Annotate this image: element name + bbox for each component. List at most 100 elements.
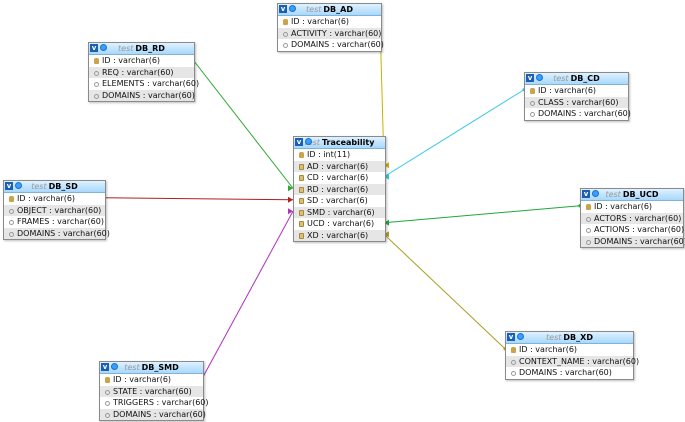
column-label: RD : varchar(6)	[307, 184, 369, 194]
table-options-icon[interactable]	[289, 5, 296, 12]
relation-line-rd[interactable]	[192, 59, 294, 189]
column-row[interactable]: CD : varchar(6)	[294, 172, 385, 184]
column-label: ID : varchar(6)	[113, 375, 172, 384]
column-row[interactable]: OBJECT : varchar(60)	[4, 204, 105, 216]
column-row[interactable]: ID : int(11)	[294, 149, 385, 161]
column-row[interactable]: ACTIONS : varchar(60)	[581, 224, 684, 236]
column-row[interactable]: ELEMENTS : varchar(60)	[89, 78, 199, 90]
primary-key-icon	[105, 377, 110, 383]
column-label: DOMAINS : varchar(60)	[538, 109, 631, 118]
column-icon	[586, 239, 591, 245]
column-row[interactable]: CLASS : varchar(60)	[525, 96, 628, 108]
column-row[interactable]: TRIGGERS : varchar(60)	[100, 397, 209, 409]
column-label: ID : varchar(6)	[17, 194, 76, 203]
relation-line-ucd[interactable]	[383, 205, 581, 224]
column-label: ID : varchar(6)	[291, 17, 350, 26]
relation-line-cd[interactable]	[383, 89, 525, 178]
column-icon	[283, 43, 288, 48]
foreign-key-icon	[299, 232, 304, 239]
column-row[interactable]: ID : varchar(6)	[278, 16, 381, 28]
primary-key-icon	[530, 88, 535, 94]
column-row[interactable]: SMD : varchar(6)	[294, 206, 385, 218]
table-options-icon[interactable]	[15, 182, 22, 189]
relation-line-sd[interactable]	[103, 197, 294, 201]
column-row[interactable]: STATE : varchar(60)	[100, 385, 203, 397]
column-row[interactable]: ID : varchar(6)	[506, 344, 633, 356]
database-name: test	[546, 333, 562, 342]
column-row[interactable]: DOMAINS : varchar(60)	[89, 89, 195, 101]
column-row[interactable]: AD : varchar(6)	[294, 160, 385, 172]
database-name: test	[118, 44, 134, 53]
primary-key-icon	[586, 204, 591, 210]
collapse-toggle-icon[interactable]: v	[279, 5, 287, 13]
column-row[interactable]: DOMAINS : varchar(60)	[100, 408, 206, 420]
foreign-key-icon	[299, 209, 304, 216]
table-options-icon[interactable]	[111, 363, 118, 370]
column-row[interactable]: ID : varchar(6)	[4, 193, 105, 205]
column-row[interactable]: ID : varchar(6)	[100, 374, 203, 386]
column-row[interactable]: RD : varchar(6)	[294, 183, 385, 195]
collapse-toggle-icon[interactable]: v	[90, 44, 98, 52]
column-label: CONTEXT_NAME : varchar(60)	[519, 356, 640, 366]
relation-line-smd[interactable]	[201, 211, 294, 379]
column-icon	[9, 231, 14, 237]
table-options-icon[interactable]	[100, 44, 107, 51]
table-name: DB_RD	[135, 44, 165, 53]
column-row[interactable]: REQ : varchar(60)	[89, 66, 194, 78]
column-icon	[511, 359, 516, 365]
primary-key-icon	[299, 152, 304, 158]
column-label: OBJECT : varchar(60)	[17, 205, 102, 215]
collapse-toggle-icon[interactable]: v	[5, 182, 13, 190]
column-row[interactable]: ACTIVITY : varchar(60)	[278, 27, 381, 39]
column-row[interactable]: ID : varchar(6)	[581, 201, 683, 213]
table-options-icon[interactable]	[592, 190, 599, 197]
column-row[interactable]: DOMAINS : varchar(60)	[525, 108, 631, 120]
column-row[interactable]: DOMAINS : varchar(60)	[506, 367, 633, 379]
column-row[interactable]: XD : varchar(6)	[294, 229, 385, 241]
column-label: CLASS : varchar(60)	[538, 97, 619, 107]
collapse-toggle-icon[interactable]: v	[101, 363, 109, 371]
collapse-toggle-icon[interactable]: v	[526, 74, 534, 82]
database-name: test	[31, 182, 47, 191]
column-row[interactable]: DOMAINS : varchar(60)	[278, 39, 384, 51]
column-row[interactable]: CONTEXT_NAME : varchar(60)	[506, 355, 639, 367]
column-row[interactable]: FRAMES : varchar(60)	[4, 216, 105, 228]
column-row[interactable]: ID : varchar(6)	[89, 55, 194, 67]
relation-line-xd[interactable]	[383, 233, 506, 350]
column-row[interactable]: ID : varchar(6)	[525, 85, 628, 97]
column-label: ID : varchar(6)	[519, 345, 578, 354]
column-row[interactable]: UCD : varchar(6)	[294, 218, 385, 230]
collapse-toggle-icon[interactable]: v	[507, 333, 515, 341]
column-row[interactable]: SD : varchar(6)	[294, 195, 385, 207]
table-options-icon[interactable]	[517, 333, 524, 340]
collapse-toggle-icon[interactable]: v	[582, 190, 590, 198]
table-options-icon[interactable]	[536, 74, 543, 81]
column-label: TRIGGERS : varchar(60)	[113, 398, 209, 407]
table-name: DB_UCD	[622, 190, 659, 199]
column-label: STATE : varchar(60)	[113, 386, 192, 396]
foreign-key-icon	[299, 198, 304, 204]
column-row[interactable]: DOMAINS : varchar(60)	[581, 235, 685, 247]
column-icon	[94, 82, 99, 87]
primary-key-icon	[283, 19, 288, 25]
column-row[interactable]: DOMAINS : varchar(60)	[4, 227, 110, 239]
collapse-toggle-icon[interactable]: v	[295, 138, 303, 146]
column-row[interactable]: ACTORS : varchar(60)	[581, 212, 683, 224]
table-options-icon[interactable]	[305, 138, 312, 145]
